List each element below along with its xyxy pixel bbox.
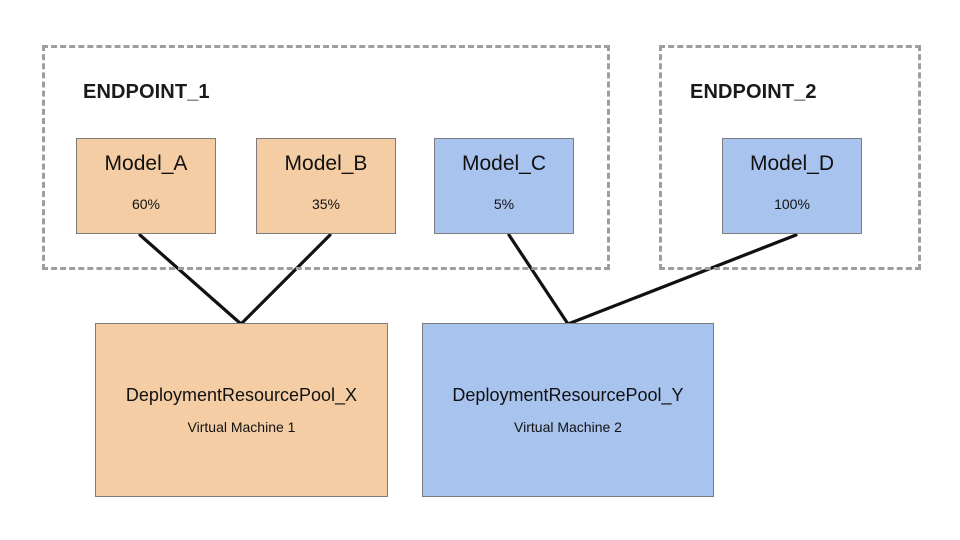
model-box-model-b[interactable]: Model_B 35% xyxy=(256,138,396,234)
model-c-name: Model_C xyxy=(461,152,547,175)
endpoint-group-2[interactable]: ENDPOINT_2 xyxy=(659,45,921,270)
pool-x-machine: Virtual Machine 1 xyxy=(187,419,296,435)
resource-pool-box-y[interactable]: DeploymentResourcePool_Y Virtual Machine… xyxy=(422,323,714,497)
model-d-name: Model_D xyxy=(749,152,835,175)
endpoint-2-label: ENDPOINT_2 xyxy=(690,81,817,103)
pool-y-machine: Virtual Machine 2 xyxy=(514,419,622,435)
model-c-traffic-split: 5% xyxy=(493,196,515,213)
model-b-traffic-split: 35% xyxy=(311,196,341,213)
model-box-model-d[interactable]: Model_D 100% xyxy=(722,138,862,234)
resource-pool-box-x[interactable]: DeploymentResourcePool_X Virtual Machine… xyxy=(95,323,388,497)
pool-x-name: DeploymentResourcePool_X xyxy=(125,385,358,405)
endpoint-group-1[interactable]: ENDPOINT_1 xyxy=(42,45,610,270)
model-d-traffic-split: 100% xyxy=(774,196,810,213)
model-a-traffic-split: 60% xyxy=(131,196,161,213)
model-a-name: Model_A xyxy=(104,152,188,175)
model-b-name: Model_B xyxy=(284,152,368,175)
pool-y-name: DeploymentResourcePool_Y xyxy=(452,385,684,405)
model-box-model-a[interactable]: Model_A 60% xyxy=(76,138,216,234)
model-box-model-c[interactable]: Model_C 5% xyxy=(434,138,574,234)
endpoint-1-label: ENDPOINT_1 xyxy=(83,81,210,103)
